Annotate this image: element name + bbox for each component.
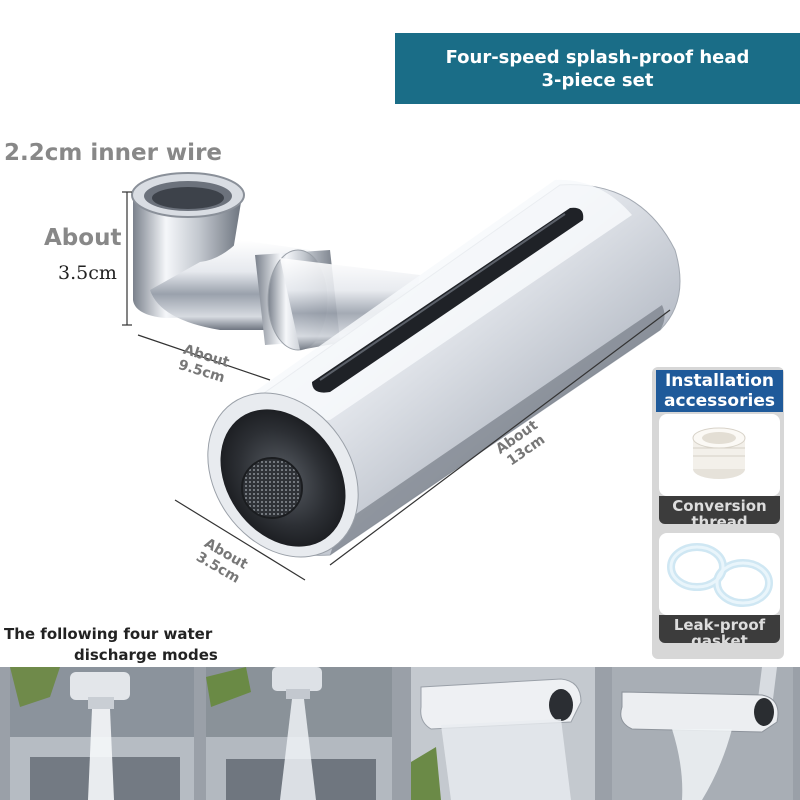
mode-photo-rain <box>612 667 793 800</box>
conversion-thread-card <box>659 414 780 496</box>
accessories-title-line-2: accessories <box>664 391 775 411</box>
gasket-label-line-1: Leak-proof <box>673 616 766 634</box>
conversion-thread-label-line-2: thread <box>691 513 748 524</box>
product-banner: Four-speed splash-proof head 3-piece set <box>395 33 800 104</box>
banner-line-1: Four-speed splash-proof head <box>445 46 750 68</box>
accessories-title-line-1: Installation <box>664 371 774 391</box>
modes-title-line-2: discharge modes <box>74 646 218 664</box>
conversion-thread-label: Conversion thread <box>659 496 780 524</box>
mode-photo-waterfall <box>411 667 595 800</box>
mode-photo-spray <box>206 667 392 800</box>
aerator-end <box>207 392 359 558</box>
gasket-card <box>659 533 780 615</box>
conversion-thread-icon <box>692 427 746 479</box>
height-about-label: About <box>44 225 122 251</box>
dimension-lines <box>122 191 671 581</box>
accessories-title: Installation accessories <box>656 370 783 412</box>
modes-title: The following four water discharge modes <box>4 624 218 666</box>
gasket-rings-icon <box>667 543 773 607</box>
height-value: 3.5cm <box>58 262 117 284</box>
conversion-thread-label-line-1: Conversion <box>672 497 767 515</box>
inner-wire-label: 2.2cm inner wire <box>4 140 223 166</box>
modes-title-line-1: The following four water <box>4 625 213 643</box>
mode-photo-bubbler <box>10 667 194 800</box>
gasket-label: Leak-proof gasket <box>659 615 780 643</box>
gasket-label-line-2: gasket <box>691 632 748 643</box>
banner-line-2: 3-piece set <box>541 69 654 91</box>
